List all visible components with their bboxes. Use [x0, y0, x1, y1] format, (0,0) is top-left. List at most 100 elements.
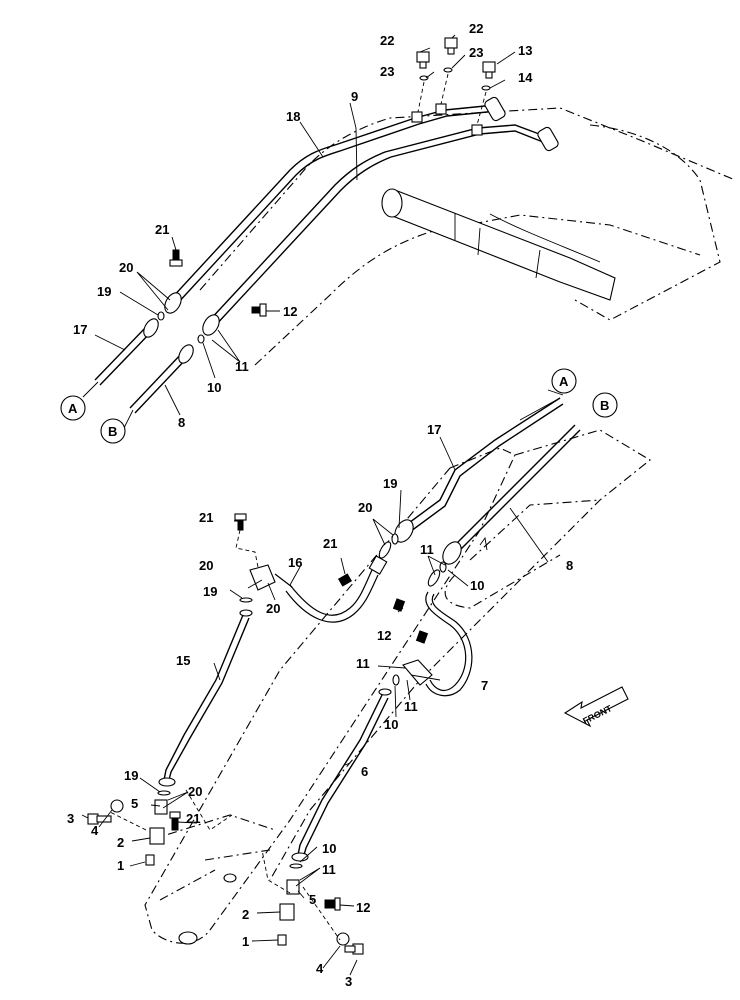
oring-19-lower-c [157, 790, 171, 796]
washer-4-left [110, 799, 124, 813]
clamp-2-right [279, 903, 295, 921]
bolt-3-right [344, 943, 364, 955]
bolt-22a [416, 51, 430, 69]
bolt-12-lower-b [415, 630, 429, 644]
pipe-17-upper [94, 318, 159, 386]
flange-9-end [202, 314, 220, 336]
boom-outline-end [574, 124, 721, 321]
upper-assembly [82, 34, 736, 429]
connector-a-top: A [60, 395, 86, 421]
port-23b [435, 103, 447, 115]
bolt-12-lower-a [392, 598, 406, 612]
connector-a-mid: A [551, 368, 577, 394]
label-23b: 23 [469, 45, 483, 60]
boom-body-outline-right [269, 429, 651, 881]
label-5a: 5 [131, 796, 138, 811]
oring-10-lower-c [289, 863, 303, 869]
pipe-8-lower [442, 424, 581, 565]
connector-b-top-text: B [108, 424, 117, 439]
label-9: 9 [351, 89, 358, 104]
label-22a: 22 [380, 33, 394, 48]
label-21a: 21 [155, 222, 169, 237]
label-5b: 5 [309, 892, 316, 907]
boom-foot-boss-1 [178, 931, 198, 945]
hose-7 [402, 591, 473, 697]
oring-19-upper [157, 311, 165, 321]
label-2b: 2 [242, 907, 249, 922]
label-20b: 20 [358, 500, 372, 515]
part-labels: 22 22 13 23 23 14 9 18 21 20 19 17 12 11… [67, 21, 573, 989]
label-20d: 20 [266, 601, 280, 616]
label-8b: 8 [566, 558, 573, 573]
flange-top-2 [537, 126, 559, 152]
label-18: 18 [286, 109, 300, 124]
boom-outline-lower [254, 214, 701, 366]
front-arrow: FRONT [563, 686, 629, 728]
label-16: 16 [288, 555, 302, 570]
bolt-22b [444, 37, 458, 55]
bolt-1-left [145, 854, 155, 866]
boom-body-outline-inner [444, 499, 601, 609]
label-23a: 23 [380, 64, 394, 79]
connector-a-mid-text: A [559, 374, 569, 389]
oring-10-lower-b [392, 674, 400, 686]
arm-cylinder [381, 188, 616, 301]
label-10a: 10 [207, 380, 221, 395]
pipe-18 [169, 104, 498, 306]
fitting-20-lower [378, 541, 392, 559]
label-21d: 21 [186, 811, 200, 826]
bolt-13 [482, 61, 496, 79]
flange-18-end [164, 292, 182, 314]
label-17a: 17 [73, 322, 87, 337]
connector-b-top: B [100, 418, 126, 444]
boom-foot-boss-2 [223, 873, 237, 883]
label-1b: 1 [242, 934, 249, 949]
label-8a: 8 [178, 415, 185, 430]
oring-19-lower-b [239, 597, 253, 603]
oring-23a [419, 75, 429, 81]
label-12a: 12 [283, 304, 297, 319]
label-11b: 11 [420, 542, 434, 557]
pipe-8-upper [129, 344, 194, 414]
label-11c: 11 [356, 656, 370, 671]
label-21b: 21 [323, 536, 337, 551]
label-22b: 22 [469, 21, 483, 36]
label-3a: 3 [67, 811, 74, 826]
label-14: 14 [518, 70, 533, 85]
label-11e: 11 [322, 862, 336, 877]
connector-a-top-text: A [68, 401, 78, 416]
bolt-12-lower-c [324, 897, 341, 911]
label-10d: 10 [322, 841, 336, 856]
boom-body-outline-left [144, 447, 516, 944]
washer-4-right [336, 932, 350, 946]
lower-assembly [81, 389, 651, 976]
label-19c: 19 [203, 584, 217, 599]
boom-outline-upper [199, 107, 736, 291]
label-17b: 17 [427, 422, 441, 437]
bolt-12-upper [251, 303, 267, 317]
oring-19-lower-a [391, 533, 399, 545]
bolt-3-left [87, 813, 112, 825]
label-20c: 20 [199, 558, 213, 573]
connector-b-mid-text: B [600, 398, 609, 413]
fitting-11-lower [427, 569, 441, 587]
label-2a: 2 [117, 835, 124, 850]
label-19d: 19 [124, 768, 138, 783]
label-20a: 20 [119, 260, 133, 275]
connector-b-mid: B [592, 392, 618, 418]
bolt-1-right [277, 934, 287, 946]
bolt-21-lower-c [169, 811, 181, 831]
oring-14 [481, 85, 491, 91]
label-7: 7 [481, 678, 488, 693]
label-11d: 11 [404, 699, 418, 714]
label-4b: 4 [316, 961, 324, 976]
label-19b: 19 [383, 476, 397, 491]
pipe-9 [207, 124, 551, 328]
bolt-21-lower-b [337, 573, 353, 587]
label-13: 13 [518, 43, 532, 58]
label-15: 15 [176, 653, 190, 668]
label-21c: 21 [199, 510, 213, 525]
pipe-15 [158, 609, 253, 787]
label-10b: 10 [470, 578, 484, 593]
port-14 [471, 124, 483, 136]
